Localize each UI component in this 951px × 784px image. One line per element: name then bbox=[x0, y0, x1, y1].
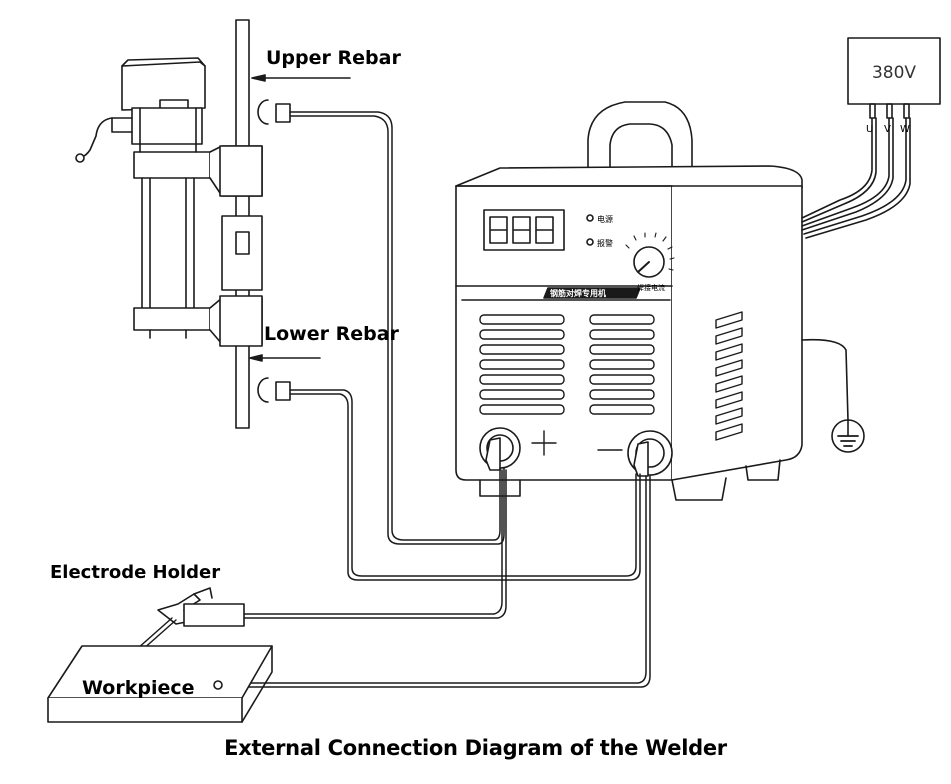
supply-voltage-label: 380V bbox=[872, 63, 916, 83]
motor-box bbox=[121, 61, 206, 111]
power-indicator-label: 电源 bbox=[597, 214, 613, 224]
lower-rebar-label: Lower Rebar bbox=[264, 323, 400, 345]
cables bbox=[225, 111, 651, 688]
ground-symbol-icon bbox=[831, 419, 865, 453]
rebar-clamp-assembly bbox=[75, 19, 291, 429]
cable-lower-to-negative bbox=[289, 389, 637, 577]
carry-handle bbox=[587, 101, 693, 171]
upper-clamp bbox=[219, 145, 263, 197]
electrode-holder-label: Electrode Holder bbox=[50, 562, 220, 583]
upper-rebar-label: Upper Rebar bbox=[266, 47, 401, 69]
workpiece-block bbox=[47, 645, 273, 723]
workpiece-connector bbox=[213, 680, 223, 690]
alarm-indicator-label: 报警 bbox=[597, 238, 613, 248]
lower-clamp bbox=[219, 295, 263, 347]
alarm-indicator-icon bbox=[586, 238, 594, 246]
machine-name-plate: 钢筋对焊专用机 bbox=[550, 288, 606, 298]
workpiece-label: Workpiece bbox=[82, 677, 195, 699]
front-vents-right bbox=[589, 314, 655, 415]
cable-holder-to-positive bbox=[243, 469, 503, 615]
welder-machine bbox=[455, 101, 849, 501]
front-vents-left bbox=[479, 314, 565, 415]
side-vents bbox=[715, 311, 743, 441]
cable-upper-to-positive bbox=[289, 111, 501, 541]
phase-u-label: U bbox=[866, 124, 873, 135]
upper-lug bbox=[257, 99, 269, 125]
phase-v-label: V bbox=[884, 124, 891, 135]
phase-w-label: W bbox=[900, 124, 910, 135]
hand-lever bbox=[79, 117, 133, 159]
power-supply-box bbox=[847, 37, 941, 105]
lower-lug bbox=[257, 377, 269, 403]
cable-workpiece-to-negative bbox=[225, 475, 647, 684]
three-phase-leads bbox=[801, 103, 911, 239]
diagram-caption: External Connection Diagram of the Welde… bbox=[224, 736, 727, 760]
knob-label: 焊接电流 bbox=[637, 283, 665, 292]
side-panel bbox=[671, 185, 803, 481]
power-indicator-icon bbox=[586, 214, 594, 222]
